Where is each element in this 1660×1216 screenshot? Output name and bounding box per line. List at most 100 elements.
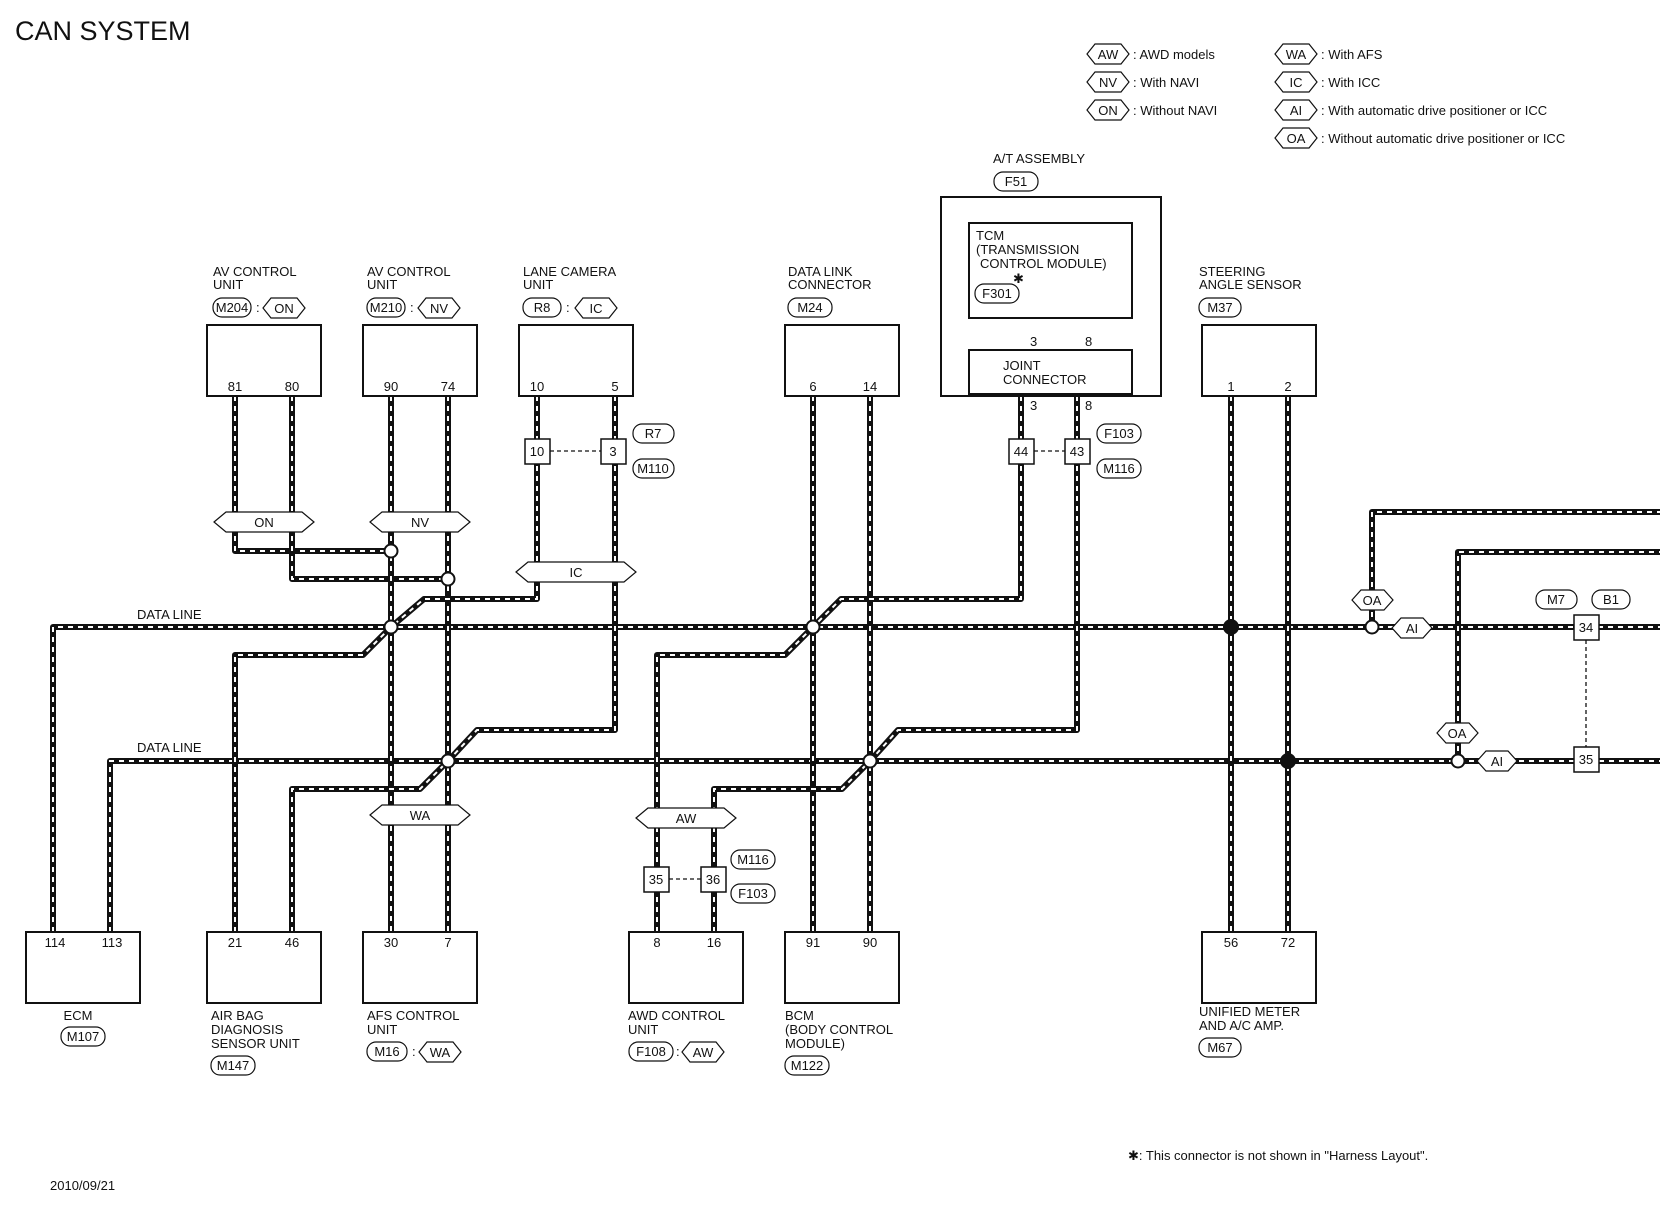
svg-text:2: 2 [1284, 379, 1291, 394]
svg-text:AV CONTROL: AV CONTROL [367, 264, 451, 279]
svg-text:OA: OA [1287, 131, 1306, 146]
svg-text:72: 72 [1281, 935, 1295, 950]
svg-text::: : [412, 1044, 416, 1059]
svg-text:M110: M110 [637, 461, 669, 476]
svg-text:NV: NV [411, 515, 429, 530]
svg-text:JOINT: JOINT [1003, 358, 1041, 373]
svg-text:91: 91 [806, 935, 820, 950]
svg-text::: : [410, 300, 414, 315]
svg-text:35: 35 [1579, 752, 1593, 767]
svg-text:DATA LINK: DATA LINK [788, 264, 853, 279]
wire-av-on-80 [289, 396, 448, 582]
svg-text:M24: M24 [797, 300, 822, 315]
svg-text:ECM: ECM [64, 1008, 93, 1023]
svg-text:: With automatic drive positio: : With automatic drive positioner or ICC [1321, 103, 1547, 118]
wire-av-on-81 [232, 396, 391, 554]
svg-text:AW: AW [1098, 47, 1119, 62]
inline-connector-lane: 10 3 R7 M110 [524, 423, 675, 479]
wire-awd-16 [711, 758, 873, 932]
svg-text:10: 10 [530, 379, 544, 394]
wire-airbag-21 [232, 624, 394, 932]
svg-text:8: 8 [1085, 398, 1092, 413]
svg-text:ON: ON [254, 515, 274, 530]
svg-text:34: 34 [1579, 620, 1593, 635]
steering-angle-sensor: STEERING ANGLE SENSOR M37 1 2 [1198, 264, 1317, 397]
svg-text:M122: M122 [791, 1058, 824, 1073]
svg-text:ON: ON [1098, 103, 1118, 118]
svg-text:B1: B1 [1603, 592, 1619, 607]
junction-dot [862, 753, 878, 769]
date-stamp: 2010/09/21 [50, 1178, 115, 1193]
svg-text:A/T ASSEMBLY: A/T ASSEMBLY [993, 151, 1085, 166]
svg-text:74: 74 [441, 379, 455, 394]
svg-text:IC: IC [570, 565, 583, 580]
svg-text:NV: NV [430, 301, 448, 316]
svg-text:CONNECTOR: CONNECTOR [1003, 372, 1087, 387]
svg-text::: : [676, 1044, 680, 1059]
wire-awd-8 [654, 624, 816, 932]
svg-text:UNIT: UNIT [367, 277, 397, 292]
svg-text:M107: M107 [67, 1029, 100, 1044]
svg-text:1: 1 [1227, 379, 1234, 394]
svg-text:5: 5 [611, 379, 618, 394]
lane-camera-unit: LANE CAMERA UNIT R8 : IC 10 5 [518, 264, 634, 397]
svg-text:M116: M116 [737, 852, 769, 867]
svg-text:14: 14 [863, 379, 877, 394]
svg-text:ANGLE SENSOR: ANGLE SENSOR [1199, 277, 1302, 292]
branch-oa-upper [1369, 509, 1660, 627]
svg-text:113: 113 [102, 935, 123, 950]
svg-text:AW: AW [676, 811, 697, 826]
svg-text:114: 114 [45, 935, 66, 950]
svg-text:CONNECTOR: CONNECTOR [788, 277, 872, 292]
legend-item-wa: WA : With AFS [1274, 43, 1383, 65]
svg-text:AFS CONTROL: AFS CONTROL [367, 1008, 459, 1023]
wires [50, 324, 1660, 932]
svg-text:OA: OA [1448, 726, 1467, 741]
svg-text:OA: OA [1363, 593, 1382, 608]
svg-text:30: 30 [384, 935, 398, 950]
svg-text:M37: M37 [1207, 300, 1232, 315]
svg-text:DIAGNOSIS: DIAGNOSIS [211, 1022, 284, 1037]
legend: AW : AWD models NV : With NAVI ON : With… [1086, 43, 1565, 149]
svg-text:8: 8 [653, 935, 660, 950]
wire-airbag-46 [289, 758, 451, 932]
legend-item-ic: IC : With ICC [1274, 71, 1380, 93]
svg-text:F108: F108 [636, 1044, 666, 1059]
svg-text:R7: R7 [645, 426, 662, 441]
svg-text:7: 7 [444, 935, 451, 950]
svg-text:(TRANSMISSION: (TRANSMISSION [976, 242, 1079, 257]
svg-text:56: 56 [1224, 935, 1238, 950]
footnote: ✱: This connector is not shown in "Harne… [1128, 1148, 1428, 1163]
svg-text:R8: R8 [534, 300, 551, 315]
junction-dot [805, 619, 821, 635]
av-control-unit-nv: AV CONTROL UNIT M210 : NV 90 74 [362, 264, 478, 397]
data-line-high [50, 624, 1660, 932]
svg-text:UNIFIED METER: UNIFIED METER [1199, 1004, 1300, 1019]
svg-text:: With NAVI: : With NAVI [1133, 75, 1199, 90]
star-icon: ✱ [1013, 271, 1024, 286]
svg-text:ON: ON [274, 301, 294, 316]
connector-id: M204 [216, 300, 249, 315]
svg-text:: AWD models: : AWD models [1133, 47, 1215, 62]
junction-dot [383, 619, 399, 635]
svg-text:UNIT: UNIT [523, 277, 553, 292]
inline-connector-tcm: 44 43 F103 M116 [1008, 423, 1142, 479]
wire-lane-10 [389, 396, 540, 630]
svg-text:IC: IC [1290, 75, 1303, 90]
svg-text:SENSOR UNIT: SENSOR UNIT [211, 1036, 300, 1051]
legend-item-oa: OA : Without automatic drive positioner … [1274, 127, 1565, 149]
branch-tags: ON NV IC WA AW OA AI OA AI [213, 511, 1518, 829]
svg-text:16: 16 [707, 935, 721, 950]
svg-text:WA: WA [1286, 47, 1307, 62]
svg-text:81: 81 [228, 379, 242, 394]
svg-text:M116: M116 [1103, 461, 1135, 476]
svg-text:M210: M210 [370, 300, 403, 315]
svg-text:43: 43 [1070, 444, 1084, 459]
svg-text:AWD CONTROL: AWD CONTROL [628, 1008, 725, 1023]
data-line-label-lower: DATA LINE [137, 740, 202, 755]
svg-text:MODULE): MODULE) [785, 1036, 845, 1051]
joint-connector-box [968, 349, 1133, 395]
junction-dot [1364, 619, 1380, 635]
splice-dot [1280, 753, 1296, 769]
svg-text::: : [566, 300, 570, 315]
